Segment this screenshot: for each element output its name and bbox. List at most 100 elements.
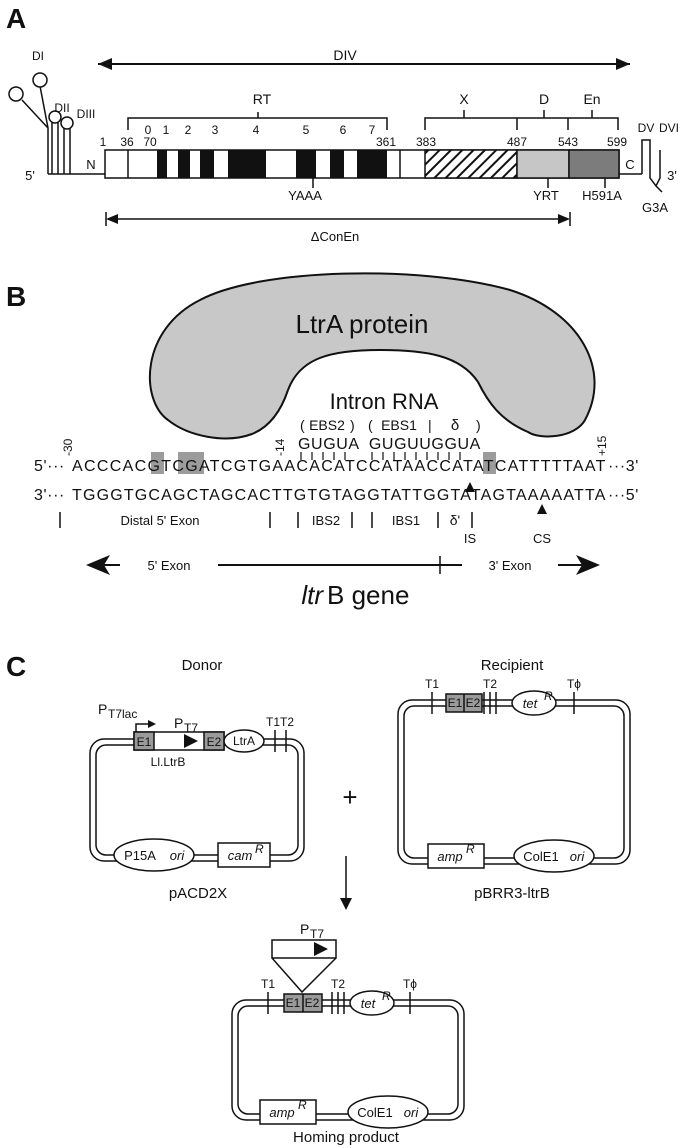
pos-383: 383 [416,135,436,149]
homing-tet-label: tet [361,996,377,1011]
delta-prime-label: δ' [450,512,460,528]
intron-rna-label: Intron RNA [330,389,439,414]
yrt-label: YRT [533,188,559,203]
homing-tet-r: R [382,989,391,1003]
five-prime-a: 5' [25,168,35,183]
rt-num-6: 6 [340,123,347,137]
gene-right-arrow [576,555,600,575]
pos-36: 36 [120,135,134,149]
n-terminus: N [86,157,95,172]
ibs1-label: IBS1 [392,513,420,528]
pos-minus30: -30 [61,438,75,456]
donor-e2: E2 [207,735,222,749]
x-label: X [459,91,469,107]
three-exon-label: 3' Exon [489,558,532,573]
pos-361: 361 [376,135,396,149]
cs-cut-marker [537,504,547,514]
rna-domains-left [8,72,74,174]
highlight-t2 [483,452,496,474]
panel-a-label: A [6,3,26,34]
top-prefix: 5'··· [34,458,65,475]
distal-exon-label: Distal 5' Exon [120,513,199,528]
cam-r: R [255,842,264,856]
highlight-t1 [151,452,164,474]
cs-label: CS [533,531,551,546]
rt-num-0: 0 [145,123,152,137]
is-cut-marker [465,482,475,492]
p15a-ori [113,838,195,872]
rna-pairing-ticks [300,452,461,460]
bottom-suffix: ···5' [608,487,639,504]
bottom-strand: TGGGTGCAGCTAGCACTTGTGTAGGTATTGGTATAGTAAA… [72,487,606,504]
plus-sign: + [342,782,357,812]
homing-cole1-ori-label: ori [404,1105,420,1120]
bottom-prefix: 3'··· [34,487,65,504]
domain-bar [104,149,620,179]
donor-terminators [274,730,287,752]
panel-b-label: B [6,281,26,312]
cole1-ori-label: ori [570,849,586,864]
top-suffix: ···3' [608,458,639,475]
dii-label: DII [54,101,69,115]
gene-left-arrow [86,555,110,575]
recipient-t1: T1 [425,677,439,691]
ptac-sub: T7lac [108,707,137,721]
amp-r: R [466,842,475,856]
donor-insert [133,731,225,751]
recipient-tphi: Tϕ [567,677,581,691]
ebs2-open: ( [300,417,305,433]
pbrr3-label: pBRR3-ltrB [474,885,550,902]
homing-tet-gene [349,990,395,1016]
x-domain-hatch [424,149,518,179]
donor-label: Donor [182,657,223,674]
d-label: D [539,91,549,107]
ibs2-label: IBS2 [312,513,340,528]
panel-a: A DIV RT 0 1 2 3 4 5 6 7 X D En 1 36 [6,3,679,244]
diii-label: DIII [77,107,96,121]
ltra-label: LtrA [233,734,255,748]
recipient-plasmid [397,699,631,865]
en-domain [568,149,620,179]
homing-cole1-label: ColE1 [357,1105,392,1120]
delta-close: ) [476,417,481,433]
rt-num-3: 3 [212,123,219,137]
dv-label: DV [638,121,655,135]
amp-gene [427,843,485,869]
pos-70: 70 [143,135,157,149]
en-label: En [583,91,600,107]
insertion-triangle [271,957,337,994]
top-strand: ACCCACGTCGATCGTGAACACATCCATAACCATATCATTT… [72,458,606,475]
pos-plus15: +15 [595,435,609,456]
homing-amp-gene [259,1099,317,1125]
tet-r: R [544,689,553,703]
pos-543: 543 [558,135,578,149]
d-domain [516,149,570,179]
ptac-p: P [98,701,107,717]
amp-label: amp [437,849,462,864]
pos-minus14: -14 [273,438,287,456]
homing-pt7-triangle [314,942,328,956]
rt-numbers: 0 1 2 3 4 5 6 7 [145,123,376,137]
rna-sequence: GUGUA GUGUUGGUA [298,436,481,453]
ebs1-label: EBS1 [381,417,417,433]
recipient-t2: T2 [483,677,497,691]
ebs2-label: EBS2 [309,417,345,433]
rt-num-2: 2 [185,123,192,137]
conen-label: ΔConEn [311,229,359,244]
yaaa-label: YAAA [288,188,322,203]
rt-num-5: 5 [303,123,310,137]
homing-pt7-sub: T7 [310,927,324,941]
pos-599: 599 [607,135,627,149]
donor-plasmid [89,738,305,862]
homing-intron-box [271,939,337,959]
pos-1: 1 [100,135,107,149]
five-exon-label: 5' Exon [148,558,191,573]
protein-label: LtrA protein [296,309,429,339]
recipient-terminators [431,692,575,714]
pos-487: 487 [507,135,527,149]
homing-e1: E1 [286,996,301,1010]
p15a-label: P15A [124,848,156,863]
homing-pt7-p: P [300,921,309,937]
homing-terminators [267,992,411,1014]
